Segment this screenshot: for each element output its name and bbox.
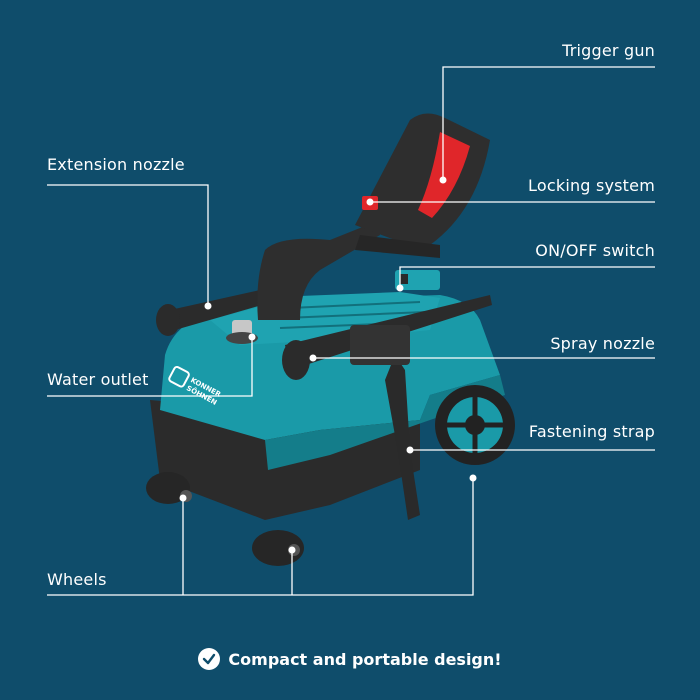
extension-lance <box>170 290 262 330</box>
leader-extension <box>47 184 209 306</box>
label-on-off-switch: ON/OFF switch <box>535 241 655 260</box>
leader-wheels <box>47 478 474 596</box>
extension-nozzle-tip <box>156 304 180 336</box>
fastening-strap <box>385 355 420 520</box>
leader-on-off <box>399 266 655 288</box>
label-locking-system: Locking system <box>528 176 655 195</box>
footer-text: Compact and portable design! <box>228 649 502 669</box>
leader-trigger-gun <box>442 66 655 180</box>
gun-grip <box>355 113 490 245</box>
check-circle-icon <box>198 648 221 670</box>
front-wheel-mid <box>252 530 304 566</box>
label-trigger-gun: Trigger gun <box>562 41 655 60</box>
front-wheel-left <box>146 472 190 504</box>
leader-water-outlet <box>47 337 253 397</box>
label-extension-nozzle: Extension nozzle <box>47 155 185 174</box>
label-spray-nozzle: Spray nozzle <box>550 334 655 353</box>
gun-stem <box>257 220 380 320</box>
label-fastening-strap: Fastening strap <box>528 422 655 441</box>
spray-lance-block <box>350 325 410 365</box>
footer-tagline: Compact and portable design! <box>0 648 700 670</box>
label-water-outlet: Water outlet <box>47 370 149 389</box>
spray-nozzle-tip <box>282 340 310 380</box>
trigger <box>418 132 470 218</box>
label-wheels: Wheels <box>47 570 107 589</box>
